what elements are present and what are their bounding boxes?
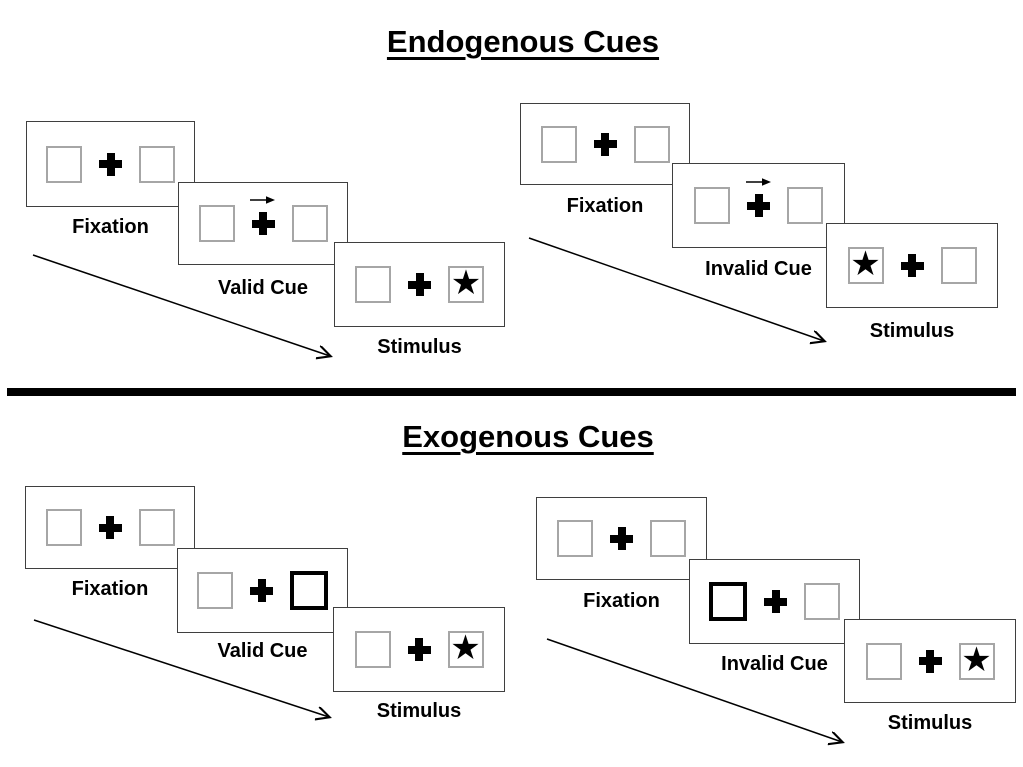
fixation-cross-icon [408, 273, 431, 296]
star-stimulus-icon: ★ [850, 245, 881, 283]
right-target-box: ★ [958, 640, 995, 680]
card-label-fixation: Fixation [72, 216, 149, 238]
fixation-card [520, 103, 690, 185]
fixation-card [536, 497, 707, 580]
card-label-fixation: Fixation [566, 195, 644, 217]
stimulus-card: ★ [333, 607, 505, 692]
right-placeholder-box [139, 145, 175, 183]
exogenous-title-text: Exogenous Cues [402, 419, 654, 454]
section-title-endogenous: Endogenous Cues [23, 24, 1023, 60]
fixation-cross-icon [407, 638, 431, 661]
fixation-cross-icon [250, 196, 275, 235]
valid-cue-card [177, 548, 348, 633]
card-label-fixation: Fixation [583, 590, 660, 612]
fixation-cross-icon [918, 649, 942, 673]
fixation-cross-icon [900, 254, 924, 277]
card-label-stimulus: Stimulus [887, 712, 973, 734]
right-placeholder-box [650, 520, 686, 557]
section-divider [7, 388, 1016, 396]
star-stimulus-icon: ★ [450, 629, 481, 667]
timeline-arrow-exogenous-valid [33, 619, 329, 717]
left-placeholder-box [354, 631, 391, 668]
card-label-fixation: Fixation [71, 578, 149, 600]
stimulus-card: ★ [334, 242, 505, 327]
star-stimulus-icon: ★ [961, 640, 992, 679]
invalid-cue-card [689, 559, 860, 644]
fixation-cross-icon [610, 527, 633, 550]
fixation-cross-icon [99, 152, 122, 176]
left-placeholder-box [197, 572, 233, 609]
timeline-arrow-endogenous-valid [32, 254, 330, 356]
card-label-valid-cue: Valid Cue [217, 640, 308, 662]
right-placeholder-box [940, 247, 977, 284]
card-label-stimulus: Stimulus [377, 336, 462, 358]
endogenous-title-text: Endogenous Cues [386, 24, 660, 59]
right-cue-highlight-box [290, 571, 328, 610]
right-arrow-cue-icon [745, 178, 771, 186]
right-target-box: ★ [448, 266, 484, 303]
card-label-invalid-cue: Invalid Cue [705, 258, 812, 280]
left-placeholder-box [694, 187, 730, 224]
fixation-card [25, 486, 195, 569]
right-arrow-cue-icon [250, 196, 275, 204]
right-placeholder-box [787, 187, 823, 224]
left-placeholder-box [355, 266, 391, 303]
card-label-stimulus: Stimulus [376, 700, 462, 722]
invalid-cue-card [672, 163, 845, 248]
left-placeholder-box [46, 145, 82, 183]
left-placeholder-box [45, 509, 82, 546]
left-cue-highlight-box [709, 582, 747, 621]
section-title-exogenous: Exogenous Cues [33, 419, 1023, 455]
card-label-valid-cue: Valid Cue [217, 277, 309, 299]
stimulus-card: ★ [844, 619, 1016, 703]
right-placeholder-box [804, 583, 840, 620]
card-label-invalid-cue: Invalid Cue [721, 653, 828, 675]
left-placeholder-box [540, 125, 577, 163]
right-placeholder-box [633, 125, 670, 163]
right-placeholder-box [138, 509, 175, 546]
left-target-box: ★ [847, 245, 884, 284]
fixation-cross-icon [593, 132, 617, 156]
stimulus-card: ★ [826, 223, 998, 308]
valid-cue-card [178, 182, 348, 265]
fixation-card [26, 121, 195, 207]
fixation-cross-icon [250, 579, 273, 602]
fixation-cross-icon [98, 516, 122, 539]
fixation-cross-icon [764, 590, 787, 613]
right-target-box: ★ [447, 629, 484, 668]
left-placeholder-box [865, 642, 902, 680]
left-placeholder-box [557, 520, 593, 557]
card-label-stimulus: Stimulus [869, 320, 955, 342]
fixation-cross-icon [745, 178, 771, 217]
star-stimulus-icon: ★ [450, 264, 482, 302]
right-placeholder-box [291, 205, 328, 242]
timeline-arrow-endogenous-invalid [528, 237, 824, 341]
left-placeholder-box [198, 205, 235, 242]
